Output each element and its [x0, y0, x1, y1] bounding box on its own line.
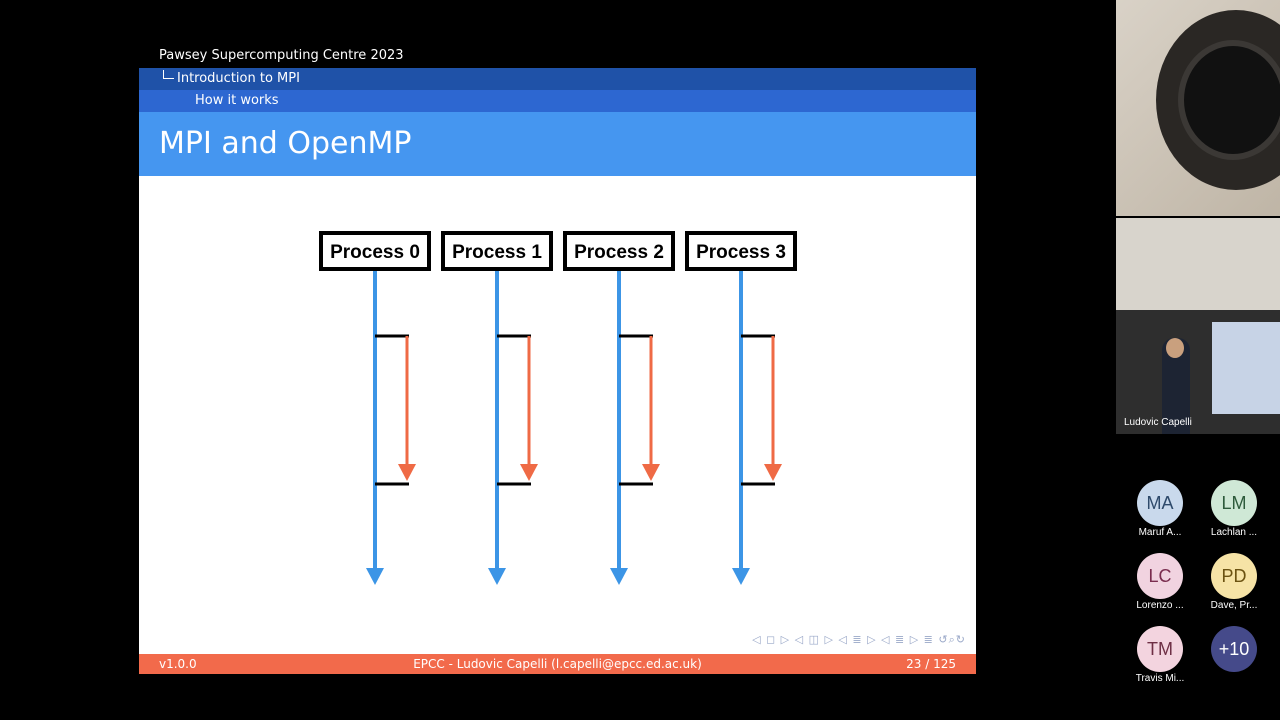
thread-arrow-icon — [398, 464, 416, 481]
timeline-arrow-icon — [366, 568, 384, 585]
participant-name: Maruf A... — [1138, 527, 1182, 538]
process-label: Process 1 — [452, 242, 542, 263]
slide-header: Pawsey Supercomputing Centre 2023 — [159, 48, 404, 63]
breadcrumb-subsection: How it works — [139, 90, 976, 124]
process-label: Process 3 — [696, 242, 786, 263]
projector-screen — [1212, 322, 1280, 414]
process-box — [563, 231, 675, 271]
participant-name: Lachlan ... — [1210, 527, 1258, 538]
camera-tile[interactable] — [1116, 0, 1280, 216]
speaker-head — [1166, 338, 1184, 358]
avatar: +10 — [1211, 626, 1257, 672]
process-box — [441, 231, 553, 271]
avatar: LC — [1137, 553, 1183, 599]
beamer-nav-icons[interactable]: ◁ ◻ ▷ ◁ ◫ ▷ ◁ ≣ ▷ ◁ ≣ ▷ ≣ ↺⌕↻ — [752, 633, 966, 646]
timeline-arrow-icon — [488, 568, 506, 585]
participant-name: Dave, Pr... — [1210, 600, 1258, 611]
frame-title: MPI and OpenMP — [139, 112, 976, 176]
avatar: TM — [1137, 626, 1183, 672]
timeline-arrow-icon — [610, 568, 628, 585]
speaker-name: Ludovic Capelli — [1124, 417, 1192, 428]
camera-lens-inner — [1178, 40, 1280, 160]
process-diagram: Process 0 Process 1 Process 2 Process 3 — [319, 231, 797, 585]
process-box — [319, 231, 431, 271]
avatar: MA — [1137, 480, 1183, 526]
footer-version: v1.0.0 — [159, 657, 197, 671]
timeline-arrow-icon — [732, 568, 750, 585]
participant-tile[interactable]: +10 — [1193, 626, 1275, 672]
breadcrumb-section: Introduction to MPI — [139, 68, 976, 90]
thread-arrow-icon — [520, 464, 538, 481]
tree-connector — [163, 70, 174, 79]
footer-page-number: 23 / 125 — [906, 657, 956, 671]
thread-arrow-icon — [764, 464, 782, 481]
subsection-label: How it works — [195, 93, 279, 108]
process-label: Process 2 — [574, 242, 664, 263]
speaker-tile[interactable]: Ludovic Capelli — [1116, 218, 1280, 434]
participant-name: Travis Mi... — [1135, 673, 1185, 684]
avatar: PD — [1211, 553, 1257, 599]
slide: Introduction to MPI How it works MPI and… — [139, 68, 976, 674]
process-box — [685, 231, 797, 271]
avatar: LM — [1211, 480, 1257, 526]
slide-footer: v1.0.0 EPCC - Ludovic Capelli (l.capelli… — [139, 654, 976, 674]
process-label: Process 0 — [330, 242, 420, 263]
footer-author: EPCC - Ludovic Capelli (l.capelli@epcc.e… — [413, 657, 702, 671]
thread-arrow-icon — [642, 464, 660, 481]
participant-name: Lorenzo ... — [1136, 600, 1184, 611]
section-label: Introduction to MPI — [177, 71, 300, 86]
